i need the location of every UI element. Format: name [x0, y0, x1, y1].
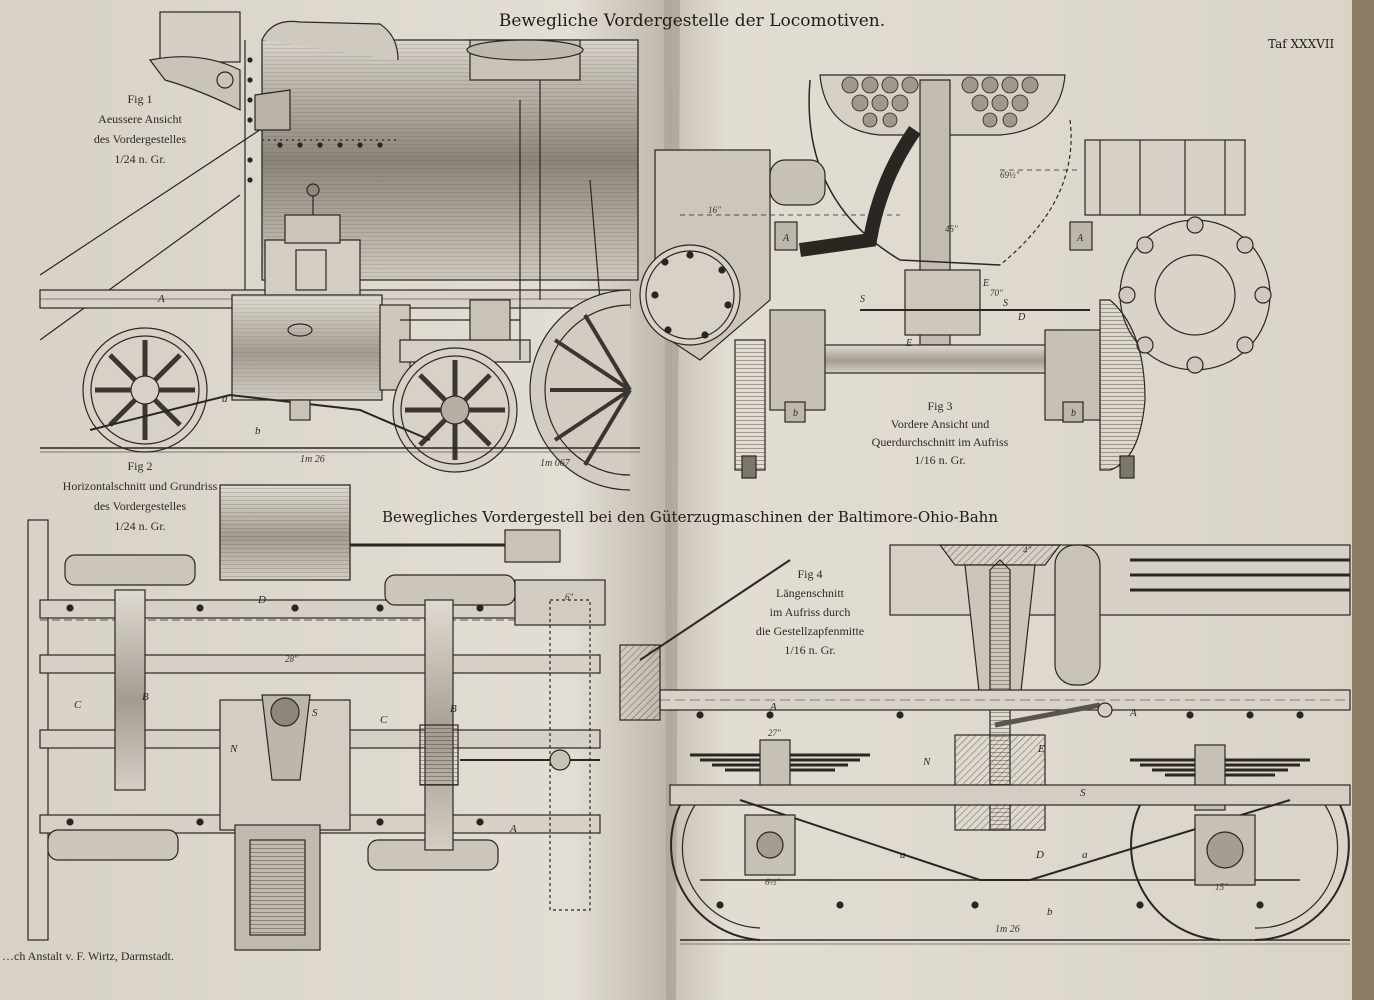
- fig3-caption-line2: Querdurchschnitt im Aufriss: [872, 435, 1009, 449]
- page-edge: [1352, 0, 1374, 1000]
- plan-wheel-1: [64, 554, 196, 586]
- fig3-dim-70: 70": [990, 288, 1003, 298]
- fig3-label-A-left: A: [782, 233, 790, 244]
- plate-header: Bewegliche Vordergestelle der Locomotive…: [499, 11, 885, 31]
- fig4-longitudinal-section: [619, 544, 1351, 945]
- fig4-label-a-left: a: [900, 849, 906, 861]
- fig1-caption-line1: Aeussere Ansicht: [98, 112, 182, 126]
- fig3-dim-69: 69½": [1000, 170, 1020, 180]
- front-axle: [819, 344, 1051, 374]
- fig2-dim-6: 6": [565, 592, 574, 602]
- fig2-label-B: B: [142, 691, 149, 703]
- fig3-label-b-left: b: [793, 408, 798, 419]
- fig4-scale: 1/16 n. Gr.: [784, 643, 835, 657]
- fig2-caption-line1: Horizontalschnitt und Grundriss: [63, 479, 218, 493]
- fig4-dim-6half: 6½": [765, 877, 780, 887]
- leading-wheel-2: [392, 347, 518, 473]
- printer-imprint: …ch Anstalt v. F. Wirtz, Darmstadt.: [2, 949, 174, 963]
- fig4-wheel-left: [670, 804, 761, 941]
- fig2-label-C: C: [74, 699, 82, 711]
- fig1-scale-mark-a: 1m 26: [300, 454, 325, 465]
- fig2-label-B2: B: [450, 703, 457, 715]
- fig1-label-A: A: [157, 293, 165, 305]
- fig4-scale-mark: 1m 26: [995, 924, 1020, 935]
- fig2-label-D: D: [257, 594, 266, 606]
- plan-axle-1: [114, 589, 146, 791]
- fig3-label-S2: S: [1003, 298, 1008, 309]
- fig4-dim-15: 15": [1215, 882, 1228, 892]
- fig4-label-S: S: [1080, 787, 1086, 799]
- fig1-scale-mark-b: 1m 067: [540, 458, 571, 469]
- fig2-label-N: N: [229, 743, 238, 755]
- leaf-spring-right: [1130, 744, 1310, 811]
- fig4-wheel-right: [1254, 804, 1350, 941]
- front-wheel-right: [1099, 299, 1146, 471]
- fig3-label-E: E: [905, 338, 912, 349]
- fig2-number: Fig 2: [127, 459, 152, 473]
- fig1-side-elevation: [39, 11, 640, 491]
- fig3-label-A-right: A: [1076, 233, 1084, 244]
- plate-number: Taf XXXVII: [1268, 37, 1335, 51]
- fig2-label-C2: C: [380, 714, 388, 726]
- fig3-scale: 1/16 n. Gr.: [914, 453, 965, 467]
- fig4-label-A-right: A: [1129, 707, 1137, 719]
- fig2-dim-28: 28": [285, 654, 298, 664]
- fig2-label-A: A: [509, 823, 517, 835]
- fig3-front-view: [639, 74, 1272, 479]
- plan-wheel-2: [47, 829, 179, 861]
- fig4-caption-line1: Längenschnitt: [776, 586, 845, 600]
- leading-wheel-1: [82, 327, 208, 453]
- driving-wheel: [529, 289, 632, 491]
- fig4-label-a-right: a: [1082, 849, 1088, 861]
- valve-chest: [264, 239, 361, 301]
- fig4-label-D: D: [1035, 849, 1044, 861]
- fig3-dim-16: 16": [708, 205, 721, 215]
- fig4-dim-27: 27": [768, 728, 781, 738]
- fig3-caption-line1: Vordere Ansicht und: [891, 417, 989, 431]
- fig1-caption-line2: des Vordergestelles: [94, 132, 187, 146]
- fig3-label-D: D: [1017, 312, 1026, 323]
- fig4-number: Fig 4: [797, 567, 822, 581]
- fig2-plan-view: [27, 484, 606, 951]
- fig3-label-b-right: b: [1071, 408, 1076, 419]
- fig1-label-a: a: [222, 393, 228, 405]
- fig4-caption-line3: die Gestellzapfenmitte: [756, 624, 864, 638]
- plate-subheader: Bewegliches Vordergestell bei den Güterz…: [382, 508, 998, 526]
- fig3-number: Fig 3: [927, 399, 952, 413]
- fig4-label-A-left: A: [769, 701, 777, 713]
- fig4-label-b: b: [1047, 906, 1053, 918]
- fig1-scale: 1/24 n. Gr.: [114, 152, 165, 166]
- fig4-label-N: N: [922, 756, 931, 768]
- fig4-caption-line2: im Aufriss durch: [770, 605, 851, 619]
- fig2-scale: 1/24 n. Gr.: [114, 519, 165, 533]
- fig1-number: Fig 1: [127, 92, 152, 106]
- fig3-label-E2: E: [982, 278, 989, 289]
- fig3-label-S: S: [860, 294, 865, 305]
- fig3-dim-45: 45": [945, 224, 958, 234]
- fig1-label-b: b: [255, 425, 261, 437]
- fig2-caption-line2: des Vordergestelles: [94, 499, 187, 513]
- front-wheel-left: [734, 339, 766, 471]
- fig2-label-S: S: [312, 707, 318, 719]
- fig4-label-E: E: [1037, 743, 1045, 755]
- fig4-dim-4: 4": [1023, 545, 1032, 555]
